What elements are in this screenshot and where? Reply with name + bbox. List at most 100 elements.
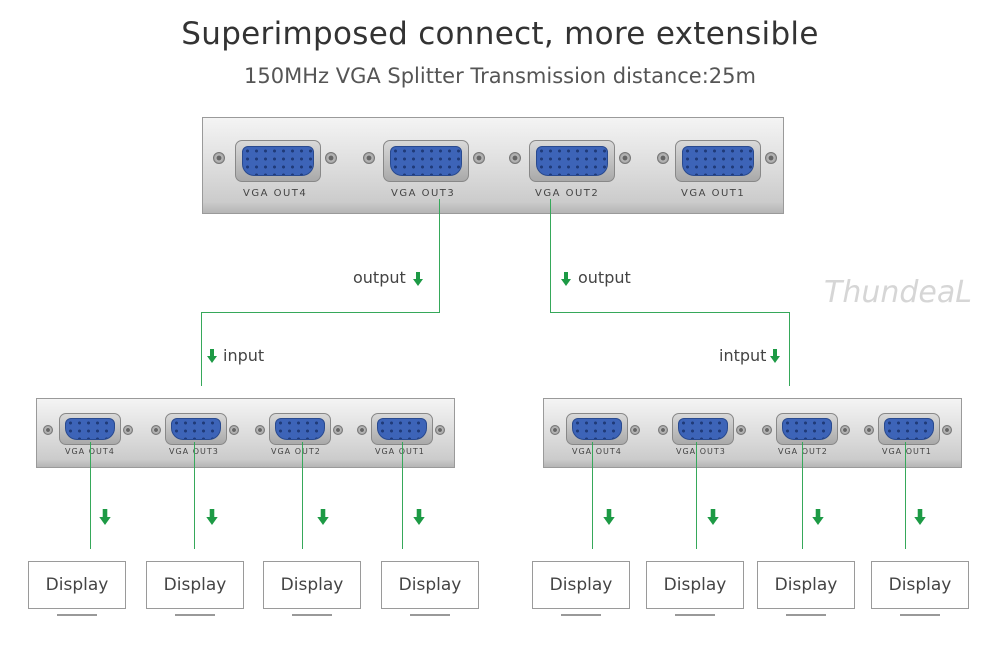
connector-line	[550, 312, 790, 313]
arrow-down-icon	[99, 509, 111, 525]
vga-port-out1	[878, 413, 940, 445]
port-label: VGA OUT4	[65, 447, 115, 456]
screw-icon	[736, 425, 746, 435]
screw-icon	[473, 152, 485, 164]
vga-port-out4	[59, 413, 121, 445]
input-label-left: input	[223, 346, 265, 365]
arrow-down-icon	[413, 272, 423, 286]
display-monitor: Display	[757, 561, 855, 609]
port-label: VGA OUT2	[535, 188, 600, 199]
monitor-stand	[410, 614, 450, 616]
arrow-down-icon	[770, 349, 780, 363]
screw-icon	[43, 425, 53, 435]
page-title: Superimposed connect, more extensible	[181, 16, 819, 52]
arrow-down-icon	[561, 272, 571, 286]
display-monitor: Display	[532, 561, 630, 609]
vga-port-out3	[383, 140, 469, 182]
input-label-right: intput	[719, 346, 767, 365]
vga-port-out2	[776, 413, 838, 445]
vga-port-out2	[269, 413, 331, 445]
connector-line	[194, 442, 195, 549]
connector-line	[201, 312, 202, 386]
connector-line	[90, 442, 91, 549]
monitor-stand	[175, 614, 215, 616]
port-label: VGA OUT1	[681, 188, 746, 199]
port-label: VGA OUT3	[676, 447, 726, 456]
brand-watermark: ThundeaL	[824, 275, 972, 310]
vga-port-out2	[529, 140, 615, 182]
display-monitor: Display	[263, 561, 361, 609]
monitor-stand	[786, 614, 826, 616]
output-label-right: output	[578, 268, 631, 287]
connector-line	[696, 442, 697, 549]
connector-line	[905, 442, 906, 549]
screw-icon	[255, 425, 265, 435]
splitter-right-base	[544, 460, 961, 467]
connector-line	[302, 442, 303, 549]
vga-port-out3	[672, 413, 734, 445]
screw-icon	[229, 425, 239, 435]
connector-line	[402, 442, 403, 549]
screw-icon	[762, 425, 772, 435]
screw-icon	[213, 152, 225, 164]
screw-icon	[363, 152, 375, 164]
screw-icon	[123, 425, 133, 435]
vga-port-out1	[675, 140, 761, 182]
display-monitor: Display	[871, 561, 969, 609]
splitter-left-base	[37, 460, 454, 467]
arrow-down-icon	[206, 509, 218, 525]
monitor-stand	[292, 614, 332, 616]
screw-icon	[357, 425, 367, 435]
arrow-down-icon	[914, 509, 926, 525]
connector-line	[439, 199, 440, 312]
vga-port-out4	[566, 413, 628, 445]
arrow-down-icon	[207, 349, 217, 363]
connector-line	[789, 312, 790, 386]
display-monitor: Display	[646, 561, 744, 609]
screw-icon	[619, 152, 631, 164]
screw-icon	[864, 425, 874, 435]
screw-icon	[151, 425, 161, 435]
port-label: VGA OUT3	[169, 447, 219, 456]
splitter-top: VGA OUT4 VGA OUT3 VGA OUT2 VGA OUT1	[202, 117, 784, 214]
screw-icon	[325, 152, 337, 164]
screw-icon	[550, 425, 560, 435]
connector-line	[201, 312, 440, 313]
arrow-down-icon	[413, 509, 425, 525]
screw-icon	[333, 425, 343, 435]
arrow-down-icon	[317, 509, 329, 525]
screw-icon	[840, 425, 850, 435]
port-label: VGA OUT2	[271, 447, 321, 456]
port-label: VGA OUT4	[243, 188, 308, 199]
monitor-stand	[900, 614, 940, 616]
screw-icon	[435, 425, 445, 435]
port-label: VGA OUT3	[391, 188, 456, 199]
arrow-down-icon	[603, 509, 615, 525]
monitor-stand	[561, 614, 601, 616]
screw-icon	[942, 425, 952, 435]
connector-line	[802, 442, 803, 549]
output-label-left: output	[353, 268, 406, 287]
splitter-top-base	[203, 203, 783, 213]
screw-icon	[658, 425, 668, 435]
screw-icon	[657, 152, 669, 164]
port-label: VGA OUT1	[882, 447, 932, 456]
display-monitor: Display	[146, 561, 244, 609]
port-label: VGA OUT1	[375, 447, 425, 456]
vga-port-out3	[165, 413, 227, 445]
screw-icon	[765, 152, 777, 164]
screw-icon	[630, 425, 640, 435]
arrow-down-icon	[812, 509, 824, 525]
screw-icon	[509, 152, 521, 164]
page-subtitle: 150MHz VGA Splitter Transmission distanc…	[244, 64, 756, 88]
monitor-stand	[675, 614, 715, 616]
arrow-down-icon	[707, 509, 719, 525]
vga-port-out4	[235, 140, 321, 182]
splitter-right: VGA OUT4 VGA OUT3 VGA OUT2 VGA OUT1	[543, 398, 962, 468]
connector-line	[550, 199, 551, 312]
display-monitor: Display	[381, 561, 479, 609]
port-label: VGA OUT4	[572, 447, 622, 456]
display-monitor: Display	[28, 561, 126, 609]
connector-line	[592, 442, 593, 549]
splitter-left: VGA OUT4 VGA OUT3 VGA OUT2 VGA OUT1	[36, 398, 455, 468]
